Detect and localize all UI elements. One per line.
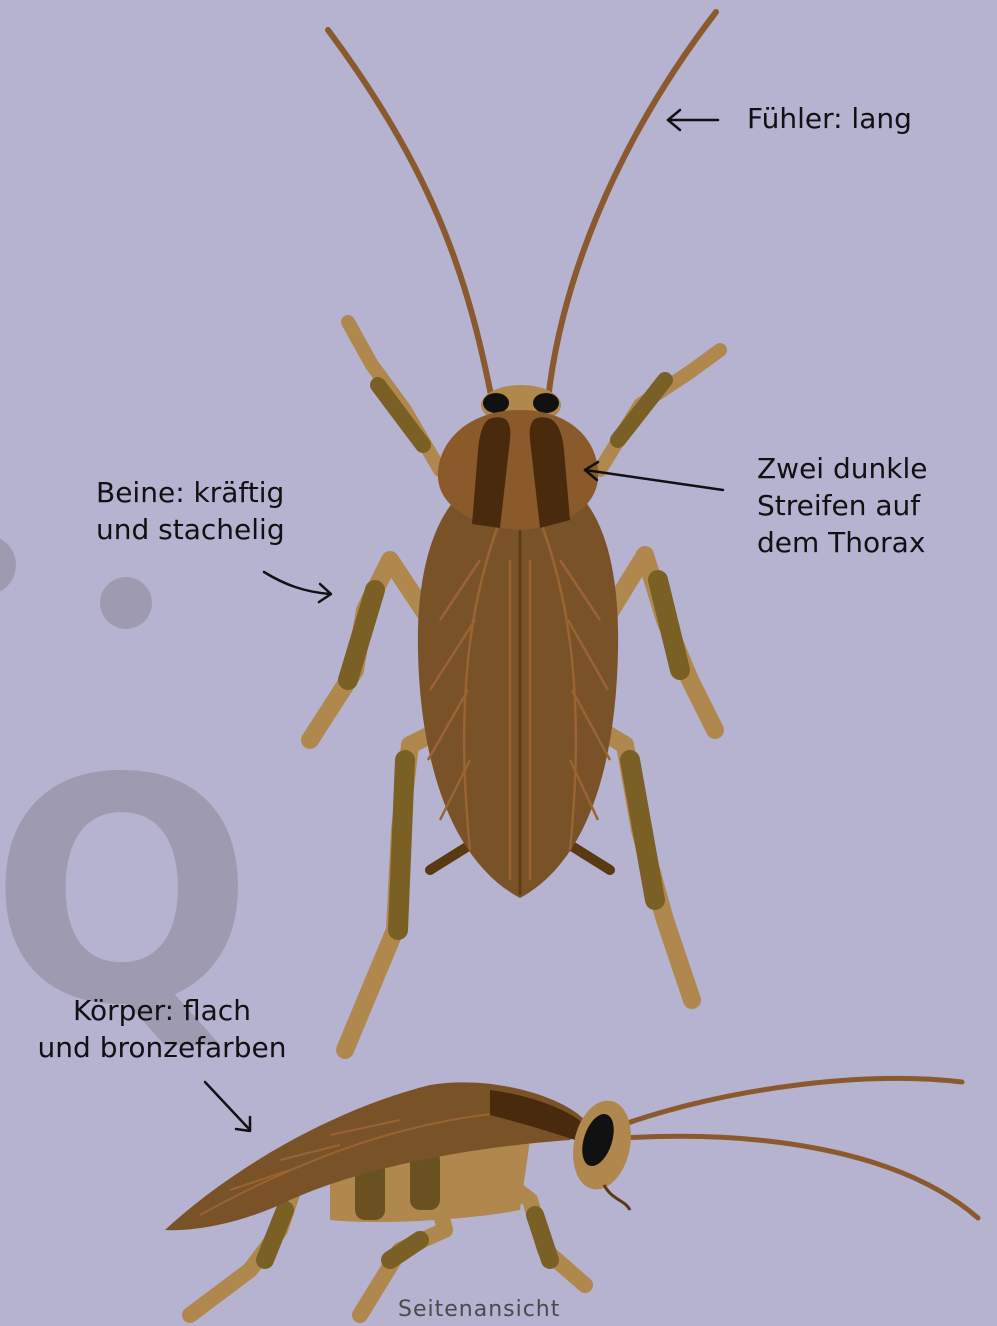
label-thorax-line-1: Zwei dunkle	[757, 450, 927, 487]
label-body-line-2: und bronzefarben	[26, 1029, 298, 1066]
hind-leg-left	[345, 730, 440, 1050]
eye-left	[483, 393, 509, 413]
middle-leg-left	[310, 560, 430, 740]
label-antennae: Fühler: lang	[747, 100, 912, 137]
front-leg-right	[600, 350, 720, 470]
arrow-body	[205, 1082, 250, 1131]
cockroach-top-view	[310, 12, 720, 1050]
front-leg-left	[348, 322, 440, 470]
eye-right	[533, 393, 559, 413]
deco-dot-1	[100, 577, 152, 629]
thorax	[438, 385, 598, 530]
caption-side-view: Seitenansicht	[398, 1297, 560, 1322]
arrow-legs	[264, 572, 331, 602]
wings	[418, 470, 618, 898]
side-antenna-1	[622, 1079, 962, 1125]
label-thorax: Zwei dunkle Streifen auf dem Thorax	[757, 450, 927, 561]
hind-leg-right	[600, 730, 692, 1000]
cockroach-side-view	[165, 1079, 978, 1315]
label-legs: Beine: kräftig und stachelig	[96, 474, 285, 548]
label-thorax-line-2: Streifen auf	[757, 487, 927, 524]
deco-dot-2	[0, 535, 16, 595]
label-body-line-1: Körper: flach	[26, 992, 298, 1029]
label-thorax-line-3: dem Thorax	[757, 524, 927, 561]
antenna-right	[548, 12, 716, 400]
side-antenna-2	[622, 1136, 978, 1218]
label-legs-line-1: Beine: kräftig	[96, 474, 285, 511]
label-legs-line-2: und stachelig	[96, 511, 285, 548]
label-antennae-text: Fühler: lang	[747, 100, 912, 137]
middle-leg-right	[605, 555, 715, 730]
arrow-antennae	[668, 110, 718, 130]
label-body: Körper: flach und bronzefarben	[26, 992, 298, 1066]
